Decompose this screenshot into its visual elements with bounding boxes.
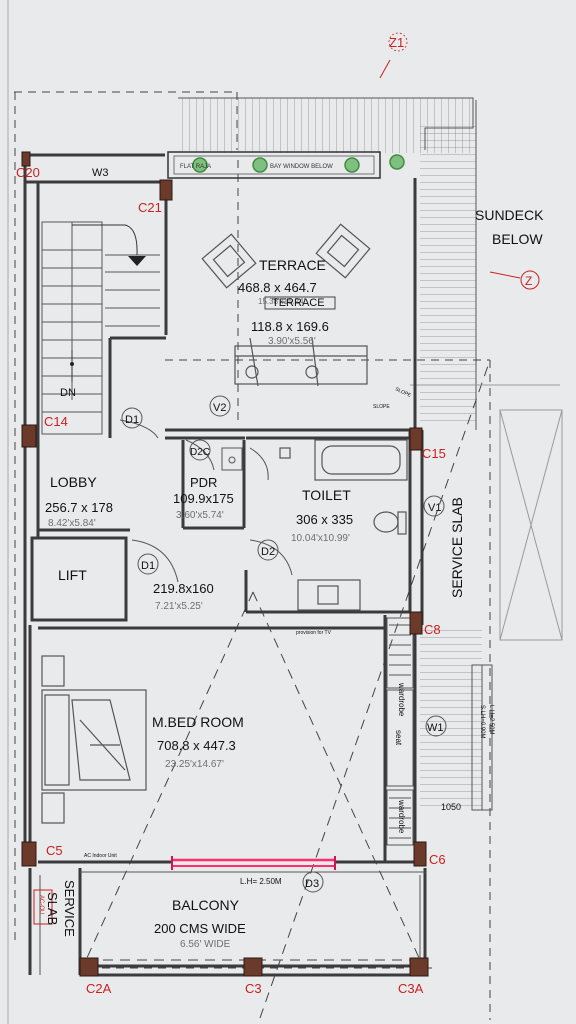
terrace-dims: 468.8 x 464.7 [238,280,317,295]
ac-unit-label: AC Indoor Unit [84,853,117,859]
balcony-subtitle: 200 CMS WIDE [154,921,246,936]
dim-1050: 1050 [441,802,461,812]
bedroom-name: M.BED ROOM [152,714,244,730]
terrace-dims-ft: 15.38'x15.24' [258,297,306,306]
column-c15: C15 [422,446,446,461]
lobby-dims-ft: 8.42'x5.84' [48,518,96,529]
pdr-fixtures [221,447,243,471]
tv-note: provision for TV [296,630,332,636]
bed [41,655,147,824]
column-c20: C20 [16,165,40,180]
walls [23,153,427,977]
balcony-subtitle-ft: 6.56' WIDE [180,939,231,950]
terrace-inner-dims-ft: 3.90'x5.56' [268,336,316,347]
toilet-dims-ft: 10.04'x10.99' [291,533,350,544]
sundeck-label-2: BELOW [492,231,543,247]
lobby-name: LOBBY [50,474,97,490]
service-slab-left-2: SLAB [45,892,60,925]
stair-dn-label: DN [60,387,76,399]
opening-d3: D3 [305,878,319,890]
bay-window-note: BAY WINDOW BELOW [270,164,333,170]
toilet-fixtures [279,439,408,611]
opening-d1-top: D1 [125,414,139,426]
slope-label-2: SLOPE [373,404,390,410]
column-c5: C5 [46,843,63,858]
grid-marker-z1: Z1 [389,35,404,50]
balcony-name: BALCONY [172,897,240,913]
service-slab-left-1: SERVICE [62,880,77,937]
opening-d2c: D2C [190,447,210,458]
pdr-dims-ft: 3.60'x5.74' [176,510,224,521]
opening-v1: V1 [428,502,441,514]
passage-dims: 219.8x160 [153,581,214,596]
sundeck-label-1: SUNDECK [475,207,544,223]
service-slab-label: SERVICE SLAB [449,497,465,598]
column-c8: C8 [424,622,441,637]
seat-label: seat [394,730,403,746]
opening-v2: V2 [213,402,226,414]
column-c3a: C3A [398,981,424,996]
bedroom-window [171,856,336,870]
wardrobes [386,617,414,846]
grid-markers [379,32,540,290]
wardrobe-lower-label: wardrobe [397,799,406,834]
bedroom-dims-ft: 23.25'x14.67' [165,759,224,770]
opening-d1-bottom: D1 [141,560,155,572]
passage-dims-ft: 7.21'x5.25' [155,601,203,612]
pdr-dims: 109.9x175 [173,491,234,506]
opening-d2: D2 [261,546,275,558]
terrace-inner-dims: 118.8 x 169.6 [251,319,329,334]
opening-circles [121,395,447,893]
balcony-rail [39,871,425,975]
planter-note: FLAT RAJA [180,164,211,170]
lift-name: LIFT [58,567,87,583]
opening-w1: W1 [427,722,444,734]
pdr-name: PDR [190,475,217,490]
stair-dot [70,362,74,366]
sundeck-outline [410,384,563,641]
grid-marker-z: Z [525,274,532,288]
lobby-dims: 256.7 x 178 [45,500,113,515]
column-c14: C14 [44,414,68,429]
bedroom-dims: 708.8 x 447.3 [157,738,236,753]
column-c2a: C2A [86,981,112,996]
wardrobe-upper-label: wardrobe [397,682,406,717]
staircase [41,221,160,435]
w1-sill-note-1: S.LH=0.90M [479,705,485,739]
planter: FLAT RAJA BAY WINDOW BELOW [167,151,405,179]
w1-sill-note-2: L.H=2.50M [488,705,494,735]
column-c3: C3 [245,981,262,996]
toilet-dims: 306 x 335 [296,512,353,527]
stair-arrow-icon [128,256,146,266]
bedroom-x-lines [85,359,491,1019]
terrace-inner-name: TERRACE [272,297,325,309]
columns [21,151,429,977]
w1-frame [471,664,493,811]
column-c6: C6 [429,852,446,867]
terrace-name: TERRACE [259,257,326,273]
ac-outdoor-box [33,889,53,925]
ac-outdoor-label: AC-OU [38,895,44,914]
lh-label: L.H= 2.50M [240,877,282,886]
terrace-furniture [201,223,371,387]
toilet-name: TOILET [302,487,351,503]
opening-w3: W3 [92,167,109,179]
column-c21: C21 [138,200,162,215]
terrace-inner-box [264,296,336,310]
